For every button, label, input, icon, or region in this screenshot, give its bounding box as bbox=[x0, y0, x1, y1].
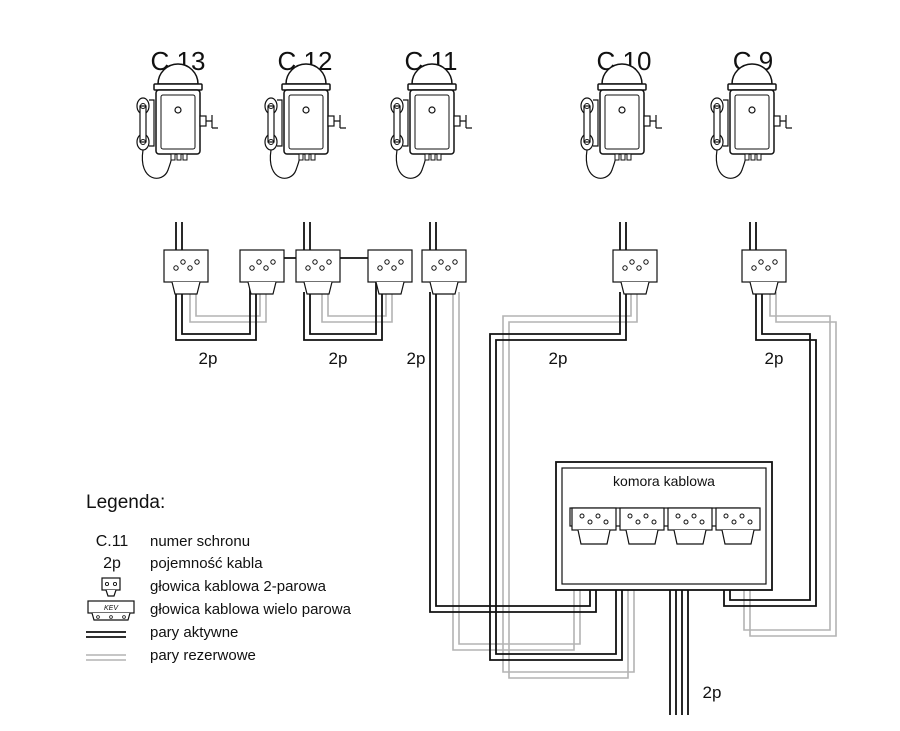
cable-head-2pair-icon bbox=[295, 249, 341, 295]
legend-active-pairs-line bbox=[86, 631, 126, 638]
legend-item-text: głowica kablowa wielo parowa bbox=[150, 601, 352, 618]
field-telephone-icon bbox=[580, 63, 663, 180]
legend-item-text: pary aktywne bbox=[150, 624, 238, 641]
legend: Legenda: C.11 numer schronu 2p pojemność… bbox=[86, 492, 352, 664]
cable-head-2pair-icon bbox=[239, 249, 285, 295]
cable-chamber: komora kablowa bbox=[555, 461, 773, 591]
cable-head-2pair-icon bbox=[612, 249, 658, 295]
legend-title: Legenda: bbox=[86, 492, 165, 513]
cable-capacity-label: 2p bbox=[329, 349, 348, 368]
cable-capacity-label: 2p bbox=[703, 683, 722, 702]
field-telephone-icon bbox=[264, 63, 347, 180]
field-telephone-icon bbox=[390, 63, 473, 180]
legend-item-text: pary rezerwowe bbox=[150, 647, 256, 664]
cable-head-2pair-icon bbox=[741, 249, 787, 295]
cable-capacity-label: 2p bbox=[199, 349, 218, 368]
legend-item-text: pojemność kabla bbox=[150, 555, 263, 572]
legend-multipair-head-icon: KEV bbox=[87, 600, 135, 621]
legend-reserve-pairs-line bbox=[86, 654, 126, 661]
cable-capacity-label: 2p bbox=[765, 349, 784, 368]
field-telephone-icon bbox=[710, 63, 793, 180]
cable-head-2pair-icon bbox=[421, 249, 467, 295]
cable-capacity-label: 2p bbox=[407, 349, 426, 368]
legend-kev-label: KEV bbox=[104, 605, 119, 612]
legend-item-text: głowica kablowa 2-parowa bbox=[150, 578, 327, 595]
cable-chamber-label: komora kablowa bbox=[613, 473, 715, 489]
cable-head-2pair-icon bbox=[367, 249, 413, 295]
legend-item-text: numer schronu bbox=[150, 533, 250, 550]
cable-capacity-label: 2p bbox=[549, 349, 568, 368]
legend-key: 2p bbox=[103, 555, 121, 572]
legend-key: C.11 bbox=[96, 533, 129, 550]
cable-head-2pair-icon bbox=[163, 249, 209, 295]
legend-2pair-head-icon bbox=[101, 577, 121, 597]
field-telephone-icon bbox=[136, 63, 219, 180]
